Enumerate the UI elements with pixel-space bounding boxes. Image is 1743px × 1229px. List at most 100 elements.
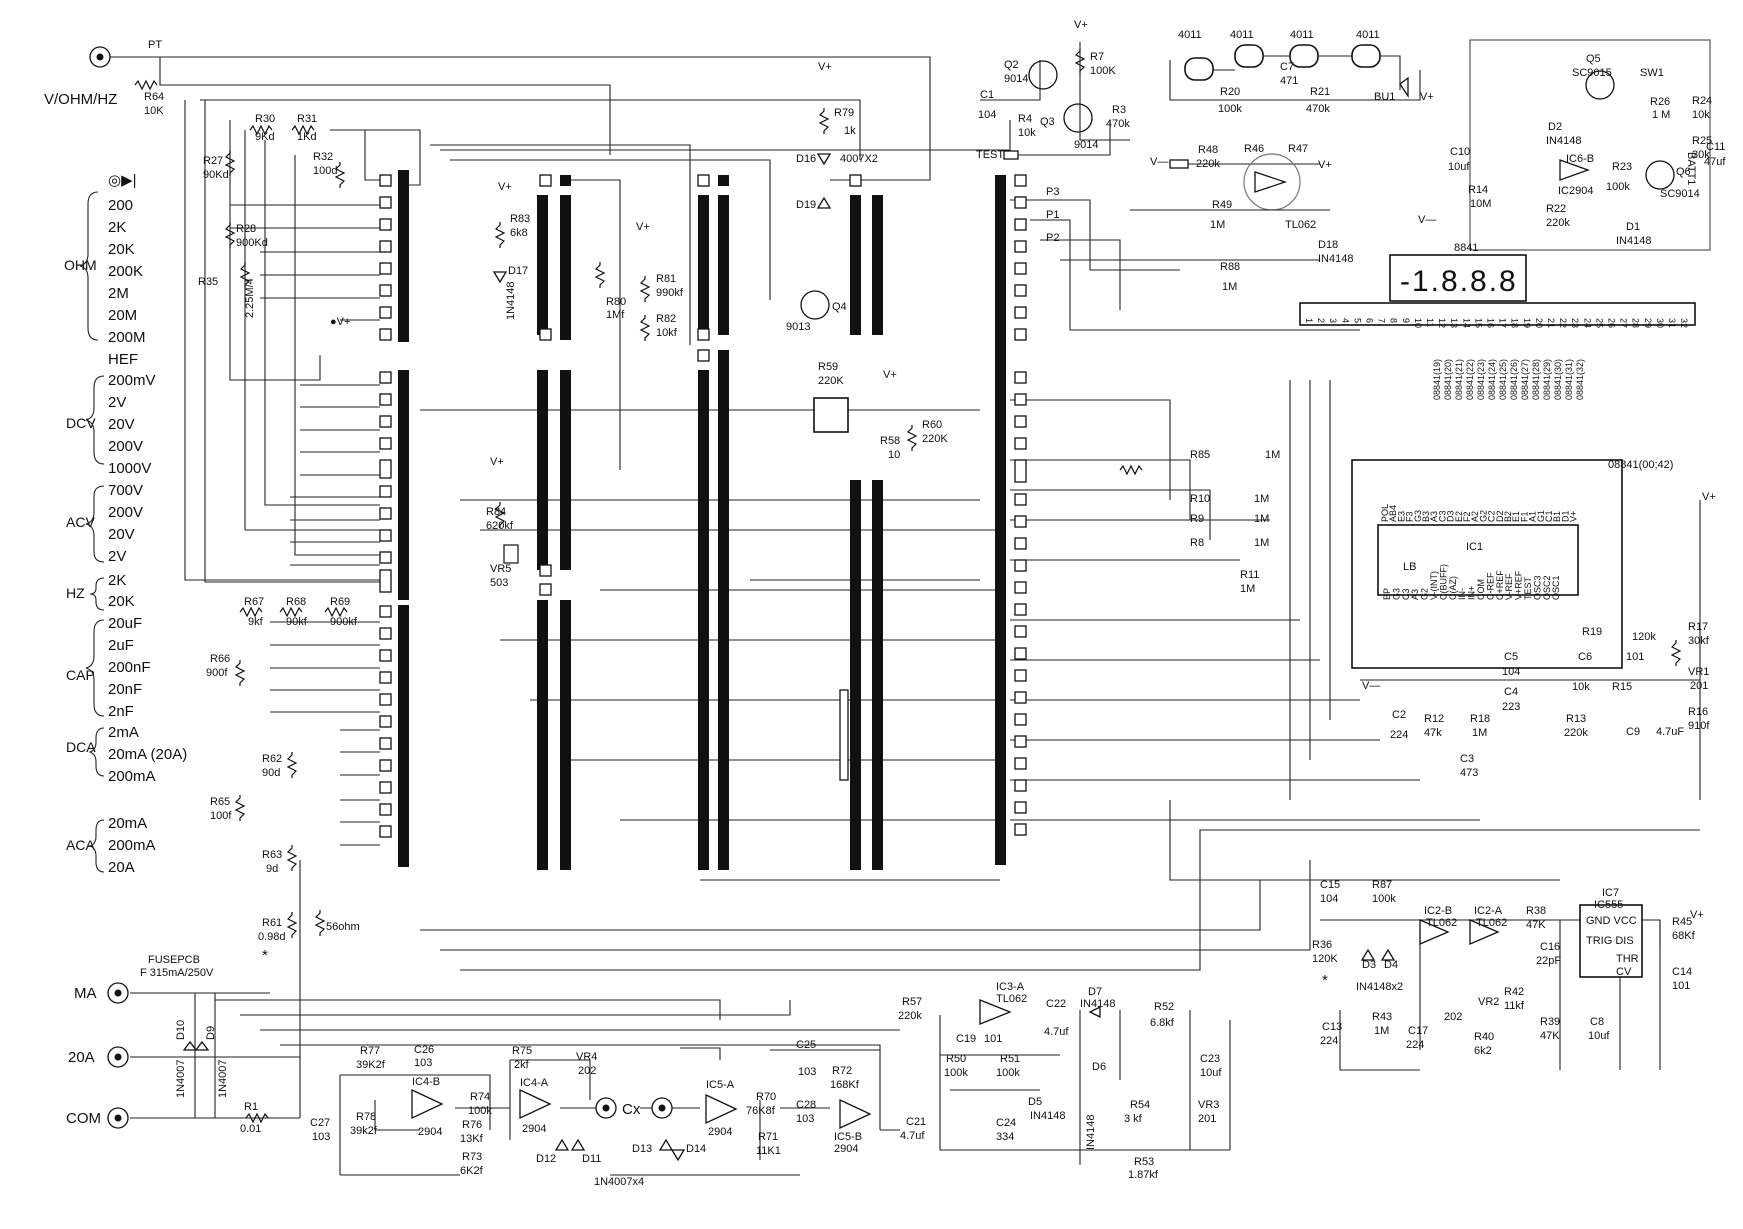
range-group-dca: DCA — [66, 739, 96, 755]
com-label: COM — [66, 1110, 101, 1127]
svg-text:4.7uF: 4.7uF — [1656, 726, 1684, 738]
svg-text:100k: 100k — [996, 1067, 1020, 1079]
svg-text:470k: 470k — [1106, 118, 1130, 130]
svg-text:TL062: TL062 — [1426, 917, 1457, 929]
svg-text:C8: C8 — [1590, 1016, 1604, 1028]
svg-text:104: 104 — [978, 109, 996, 121]
svg-text:120k: 120k — [1632, 631, 1656, 643]
range-cap-20uf: 20uF — [108, 615, 142, 632]
svg-text:C22: C22 — [1046, 998, 1066, 1010]
svg-text:TL062: TL062 — [1476, 917, 1507, 929]
svg-text:TL062: TL062 — [1285, 219, 1316, 231]
svg-text:R39: R39 — [1540, 1016, 1560, 1028]
svg-text:R3: R3 — [1112, 104, 1126, 116]
ic1-top-pin: D3 — [1446, 510, 1456, 522]
svg-text:C25: C25 — [796, 1039, 816, 1051]
svg-text:10K: 10K — [144, 105, 164, 117]
lcd-pin-7: 7 — [1377, 318, 1387, 323]
svg-text:C13: C13 — [1322, 1021, 1342, 1033]
svg-text:103: 103 — [312, 1131, 330, 1143]
range-ohm-2m: 2M — [108, 285, 129, 302]
svg-text:4011: 4011 — [1290, 29, 1314, 41]
svg-text:C26: C26 — [414, 1044, 434, 1056]
svg-text:47k: 47k — [1424, 727, 1442, 739]
svg-text:C1: C1 — [980, 89, 994, 101]
svg-text:R1: R1 — [244, 1101, 258, 1113]
svg-text:C6: C6 — [1578, 651, 1592, 663]
svg-text:100f: 100f — [210, 810, 232, 822]
svg-text:100k: 100k — [468, 1105, 492, 1117]
capacitance-circuit: R77 39K2f C26 103 IC4-B 2904 R74 100k R7… — [310, 1039, 872, 1188]
range-acv-700v: 700V — [108, 482, 143, 499]
svg-text:Q4: Q4 — [832, 301, 847, 313]
lcd-pin-26: 26 — [1607, 318, 1617, 328]
svg-text:90d: 90d — [262, 767, 280, 779]
ic1-top-pin: A2 — [1470, 511, 1480, 522]
ic1-bottom-pin: A3 — [1410, 589, 1420, 600]
svg-text:C3: C3 — [1460, 753, 1474, 765]
lcd-pin-18: 18 — [1510, 318, 1520, 328]
switch-wafer-2 — [537, 174, 571, 870]
svg-text:10k: 10k — [1572, 681, 1590, 693]
ic1-top-pin: G3 — [1413, 510, 1423, 522]
svg-text:1N4007: 1N4007 — [217, 1059, 229, 1098]
svg-text:R26: R26 — [1650, 96, 1670, 108]
svg-text:D17: D17 — [508, 265, 528, 277]
svg-text:9014: 9014 — [1004, 73, 1028, 85]
svg-text:1N4007x4: 1N4007x4 — [594, 1176, 644, 1188]
svg-text:101: 101 — [1672, 980, 1690, 992]
svg-text:R47: R47 — [1288, 143, 1308, 155]
lcd-pin-32: 32 — [1679, 318, 1689, 328]
svg-text:13Kf: 13Kf — [460, 1133, 484, 1145]
range-acv-200v: 200V — [108, 504, 143, 521]
svg-text:IC4-B: IC4-B — [412, 1076, 440, 1088]
svg-text:IC1: IC1 — [1466, 541, 1483, 553]
svg-text:22pF: 22pF — [1536, 955, 1561, 967]
range-dcv-2v: 2V — [108, 394, 126, 411]
svg-text:C21: C21 — [906, 1116, 926, 1128]
ac-converter: R57 220k IC3-A TL062 C22 4.7uf D7 IN4148… — [898, 981, 1222, 1181]
svg-text:103: 103 — [796, 1113, 814, 1125]
svg-text:R14: R14 — [1468, 184, 1488, 196]
svg-text:IC5-A: IC5-A — [706, 1079, 735, 1091]
svg-text:IC5-B: IC5-B — [834, 1131, 862, 1143]
svg-text:TEST: TEST — [976, 149, 1004, 161]
svg-text:10uf: 10uf — [1588, 1030, 1610, 1042]
svg-text:R57: R57 — [902, 996, 922, 1008]
svg-text:R17: R17 — [1688, 621, 1708, 633]
svg-text:R51: R51 — [1000, 1053, 1020, 1065]
svg-text:IC3-A: IC3-A — [996, 981, 1025, 993]
svg-text:D14: D14 — [686, 1143, 706, 1155]
svg-text:4.7uf: 4.7uf — [900, 1130, 925, 1142]
svg-text:C2: C2 — [1392, 709, 1406, 721]
svg-text:P1: P1 — [1046, 209, 1059, 221]
svg-text:D11: D11 — [582, 1153, 601, 1165]
ic1-top-pin: A1 — [1528, 511, 1538, 522]
svg-text:R31: R31 — [297, 113, 317, 125]
range-switch[interactable] — [379, 170, 1027, 870]
ic1-top-pin: G2 — [1478, 510, 1488, 522]
svg-text:D10: D10 — [175, 1020, 187, 1040]
svg-text:C11: C11 — [1706, 141, 1725, 153]
current-shunts: R67 9kf R68 90kf R69 900kf R66 900f R62 … — [175, 596, 360, 1135]
lcd-seg-label: 08841(28) — [1531, 359, 1541, 400]
lcd-seg-label: 08841(22) — [1465, 359, 1475, 400]
pt-label: PT — [148, 39, 162, 51]
svg-text:Q3: Q3 — [1040, 116, 1055, 128]
range-dcv-20v: 20V — [108, 416, 135, 433]
ic1-adc: IC1 LB POLAB4E3F3G3B3A3C3D3E2F2A2G2C2D2B… — [1351, 459, 1716, 779]
svg-text:R28: R28 — [236, 223, 256, 235]
lcd-seg-label: 08841(25) — [1498, 359, 1508, 400]
svg-text:1N4007: 1N4007 — [175, 1059, 187, 1098]
svg-text:SC9015: SC9015 — [1572, 67, 1612, 79]
svg-text:R63: R63 — [262, 849, 282, 861]
range-ohm-200k: 200K — [108, 263, 143, 280]
range-ohm-200: 200 — [108, 197, 133, 214]
lcd-pin-19: 19 — [1522, 318, 1532, 328]
svg-text:V+: V+ — [883, 369, 897, 381]
divider-network: R30 9Kd R31 1Kd R27 90Kd R32 100d R28 90… — [134, 79, 350, 328]
svg-text:1Kd: 1Kd — [297, 131, 317, 143]
svg-text:IN4148: IN4148 — [1030, 1110, 1065, 1122]
v-ohm-hz-label: V/OHM/HZ — [44, 91, 117, 108]
